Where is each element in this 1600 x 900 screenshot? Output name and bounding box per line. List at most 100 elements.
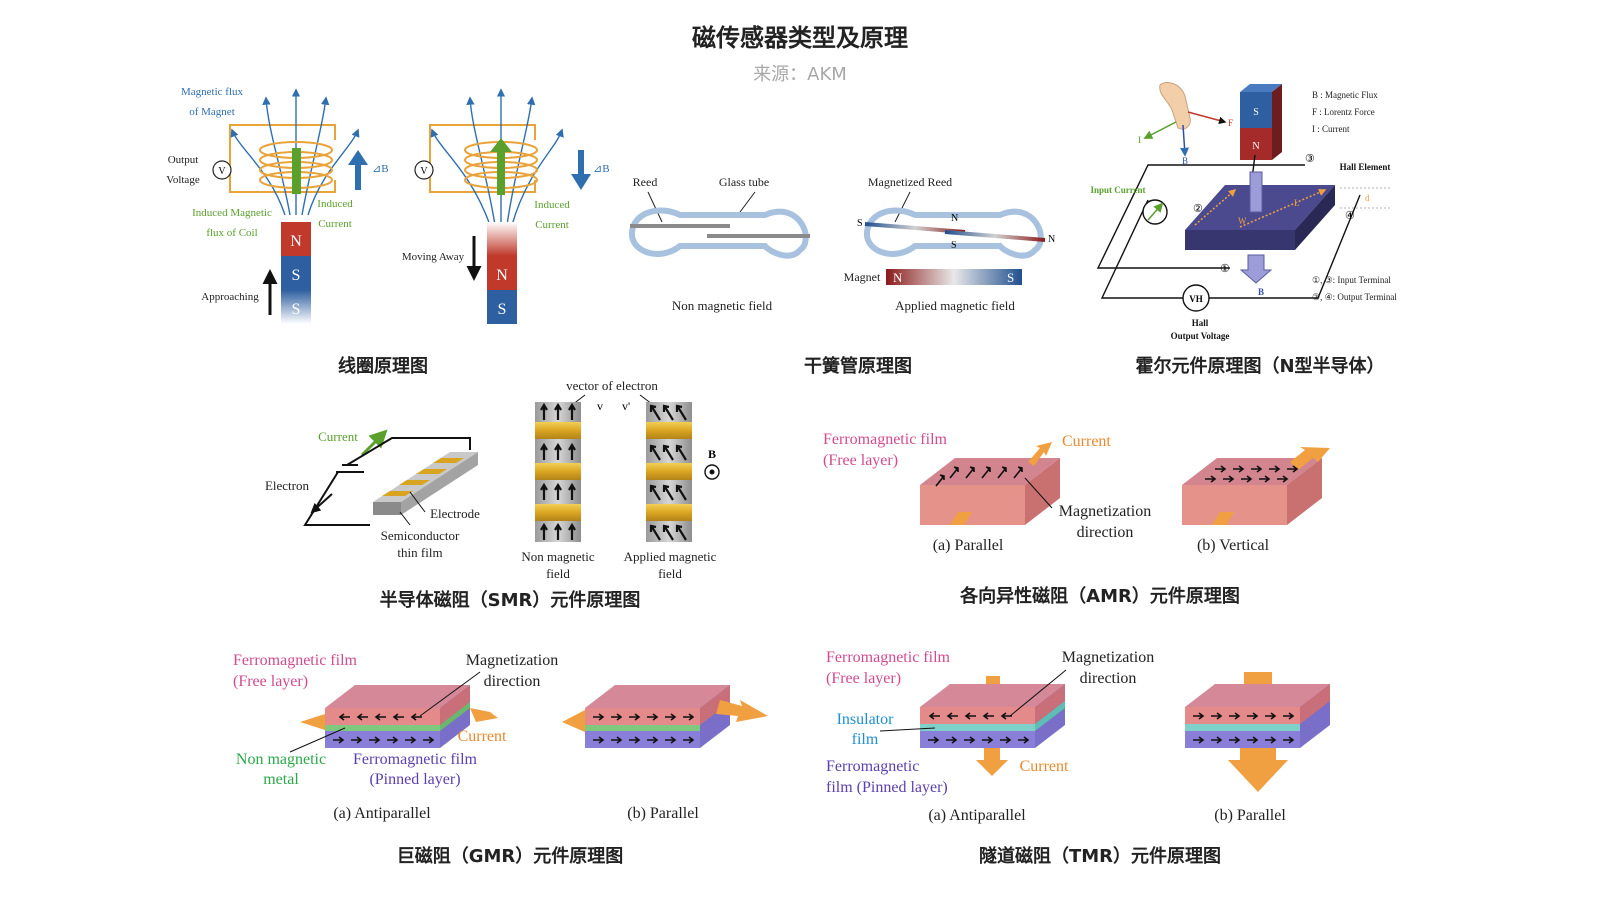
gmr-nonmag-label-2: metal (263, 771, 299, 788)
input-current-label: Input Current (1090, 185, 1145, 195)
tmr-mag-label-2: direction (1080, 670, 1137, 687)
hall-output-label-2: Output Voltage (1171, 331, 1230, 341)
smr-electrodes (382, 458, 464, 496)
gmr-b-top (585, 685, 730, 708)
hall-l (1239, 188, 1327, 228)
magnet-s-2 (487, 290, 517, 324)
glass-tube (629, 207, 809, 259)
gmr-a-current-out (470, 708, 498, 722)
smr-semi-label: Semiconductor (381, 528, 460, 543)
glass-tube-label: Glass tube (719, 175, 769, 189)
hall-plate-front (1185, 230, 1295, 250)
caption-tmr: 隧道磁阻（TMR）元件原理图 (978, 846, 1222, 867)
hand-icon (1159, 82, 1191, 130)
hall-legend-b: B : Magnetic Flux (1312, 90, 1378, 100)
tmr-b-pinned (1185, 731, 1300, 748)
hall-element-label: Hall Element (1340, 162, 1391, 172)
gmr-current-label: Current (458, 728, 507, 745)
caption-hall: 霍尔元件原理图（N型半导体） (1135, 356, 1385, 377)
moving-away-label: Moving Away (402, 251, 465, 263)
magnet-n-fade (487, 222, 517, 256)
tmr-a-top (920, 684, 1065, 707)
gmr-b-current-out (716, 700, 768, 722)
voltmeter-icon-2 (414, 160, 434, 180)
smr-film-front (373, 502, 401, 515)
gmr-a-arrows (333, 713, 435, 744)
gmr-b-nonmag (585, 725, 700, 731)
magnet-n-2 (487, 256, 517, 290)
caption-amr: 各向异性磁阻（AMR）元件原理图 (960, 586, 1240, 607)
gmr-a-side-top (440, 685, 470, 725)
hand-f (1187, 111, 1227, 125)
magnet-s (281, 256, 311, 290)
magnetized-reed-pointer (894, 191, 911, 223)
smr-v-label: v (597, 399, 603, 413)
reed-pole-n: N (1048, 234, 1055, 245)
magnet-s-2-label: S (498, 301, 507, 318)
reed-pointer (647, 191, 663, 223)
hall-w-label: W (1238, 216, 1247, 226)
smr-semi-label-2: thin film (397, 545, 442, 560)
tmr-insulator-pointer (879, 727, 936, 732)
gmr-b-pinned (585, 731, 700, 748)
caption-coil: 线圈原理图 (338, 356, 428, 377)
gmr-b-free (585, 708, 700, 725)
tmr-mag-pointer (1009, 669, 1067, 717)
tmr-a-free (920, 707, 1035, 724)
hall-magnet-n (1240, 128, 1272, 160)
circuit-wire-2 (429, 124, 536, 193)
page-source: 来源：AKM (753, 64, 847, 85)
magnetized-reed-right (944, 230, 1046, 242)
smr-diagram: Current Electron Electrode Semiconductor… (265, 378, 720, 581)
gmr-nonmag-label: Non magnetic (236, 751, 326, 768)
reed-diagram-non-field: Reed Glass tube Non magnetic field (629, 175, 810, 313)
smr-applied-field-label-2: field (658, 566, 682, 581)
hand-f-label: F (1228, 118, 1233, 128)
smr-non-field-label: Non magnetic (521, 549, 595, 564)
non-field-label: Non magnetic field (672, 298, 773, 313)
amr-diagram: Ferromagnetic film (Free layer) Current … (823, 431, 1330, 554)
hall-b-arrow (1239, 254, 1273, 284)
magnet-n-2-label: N (496, 267, 508, 284)
hand-b (1180, 124, 1190, 157)
smr-film-top (373, 452, 478, 502)
smr-circuit (303, 437, 471, 526)
amr-mag-pointer (1024, 477, 1053, 509)
voltmeter-label: V (218, 166, 226, 177)
smr-current-label: Current (318, 429, 358, 444)
gmr-a-pinned (325, 731, 440, 748)
magnet-n-label: N (290, 233, 302, 250)
gmr-a-side-mid (440, 702, 470, 731)
gmr-a-nonmag (325, 725, 440, 731)
amr-block-b-front (1182, 485, 1287, 525)
gmr-mag-pointer (419, 671, 481, 717)
flux-lines (230, 88, 360, 216)
gmr-b-current-in (562, 710, 585, 732)
flux-magnet-label-2: of Magnet (189, 106, 235, 118)
smr-applied-field-label: Applied magnetic (624, 549, 717, 564)
tmr-pinned-label: Ferromagnetic (826, 758, 919, 775)
amr-current-in-b (1212, 512, 1234, 525)
magnet-s-label: S (292, 267, 301, 284)
hall-vh-meter (1182, 284, 1210, 312)
amr-current-label: Current (1062, 433, 1111, 450)
hall-n1: ① (1220, 263, 1230, 275)
smr-stack-non-field (535, 402, 581, 542)
caption-reed: 干簧管原理图 (804, 356, 912, 377)
gmr-parallel-label: (b) Parallel (627, 805, 699, 822)
gmr-ferro-free-label-2: (Free layer) (233, 673, 308, 690)
hall-terminals-in: ①, ③: Input Terminal (1312, 275, 1391, 285)
hall-legend-f: F : Lorentz Force (1312, 107, 1375, 117)
magnet-s-fade (281, 290, 311, 324)
tmr-a-insulator (920, 724, 1035, 731)
induced-flux-arrow-2 (490, 138, 512, 195)
hand-i (1143, 121, 1177, 139)
caption-gmr: 巨磁阻（GMR）元件原理图 (396, 846, 624, 867)
circuit-wire (229, 124, 336, 193)
voltmeter-label-2: V (420, 166, 428, 177)
reed-label: Reed (633, 175, 658, 189)
tmr-mag-label: Magnetization (1062, 649, 1154, 666)
tmr-b-side-top (1300, 684, 1330, 724)
hand-b-label: B (1182, 156, 1188, 166)
